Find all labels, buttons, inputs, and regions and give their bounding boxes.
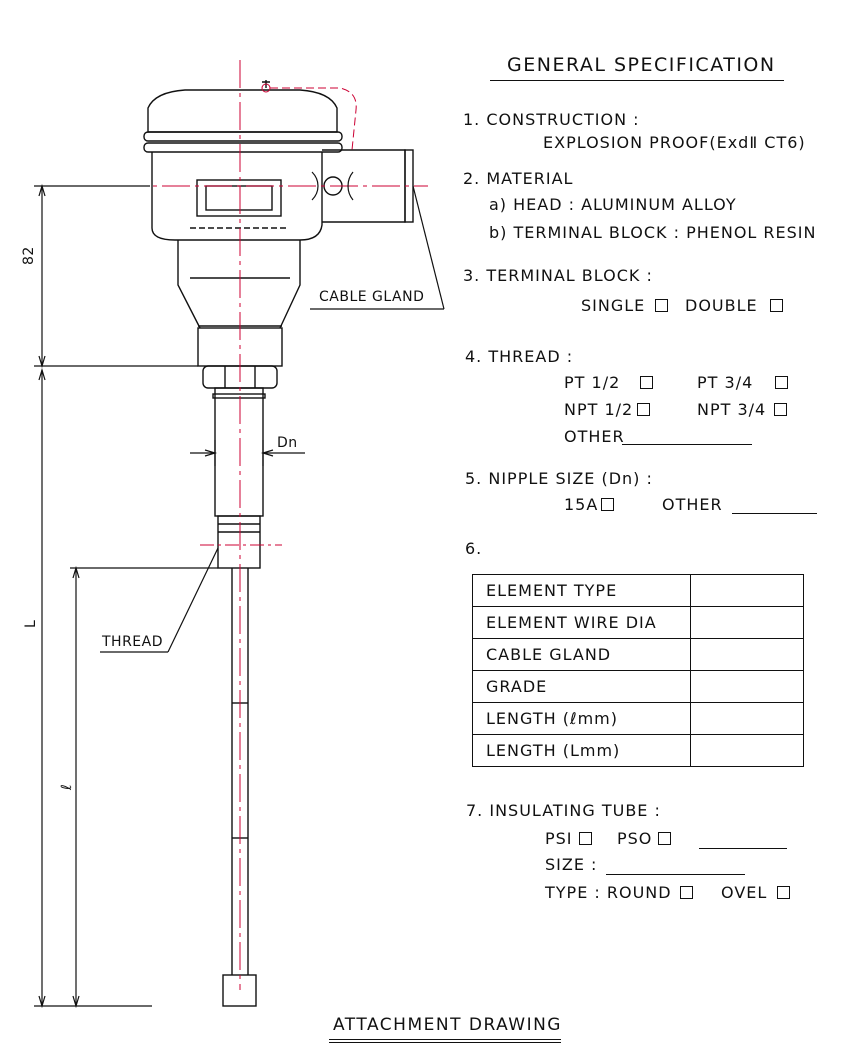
npt34-label: NPT 3/4 xyxy=(697,400,767,419)
table-row: LENGTH (Lmm) xyxy=(472,734,804,767)
nipple-tube xyxy=(214,387,264,517)
spec-5-heading: 5. NIPPLE SIZE (Dn) : xyxy=(465,469,653,488)
spec-4-pt34: PT 3/4 xyxy=(697,373,789,392)
table-value[interactable] xyxy=(690,606,804,639)
table-value[interactable] xyxy=(690,574,804,607)
npt34-checkbox[interactable] xyxy=(774,403,788,416)
page-title: GENERAL SPECIFICATION xyxy=(507,54,776,76)
table-row: GRADE xyxy=(472,670,804,703)
table-row: ELEMENT WIRE DIA xyxy=(472,606,804,639)
psi-checkbox[interactable] xyxy=(578,832,592,845)
spec-7-heading: 7. INSULATING TUBE : xyxy=(466,801,661,820)
ovel-checkbox[interactable] xyxy=(777,886,791,899)
spec-7-size-label: SIZE : xyxy=(545,855,598,874)
table-value[interactable] xyxy=(690,638,804,671)
table-value[interactable] xyxy=(690,670,804,703)
dim-82-label: 82 xyxy=(21,246,37,265)
pt34-checkbox[interactable] xyxy=(775,376,789,389)
dn-label: Dn xyxy=(277,435,298,451)
dim-l-label: ℓ xyxy=(59,783,75,790)
spec-1-value: EXPLOSION PROOF(ExdⅡ CT6) xyxy=(543,133,806,152)
spec-4-npt12: NPT 1/2 xyxy=(564,400,651,419)
cable-gland-label: CABLE GLAND xyxy=(319,289,425,305)
nipple-other-field[interactable] xyxy=(732,513,817,514)
spec-4-npt34: NPT 3/4 xyxy=(697,400,788,419)
spec-7-psi: PSI xyxy=(545,831,592,847)
single-checkbox[interactable] xyxy=(655,299,669,312)
double-label: DOUBLE xyxy=(685,296,758,315)
spec-7-pso: PSO xyxy=(617,829,672,848)
single-label: SINGLE xyxy=(581,296,646,315)
thread-other-field[interactable] xyxy=(622,444,752,445)
psi-label: PSI xyxy=(545,829,573,848)
pso-checkbox[interactable] xyxy=(658,832,672,845)
npt12-label: NPT 1/2 xyxy=(564,400,634,419)
table-row: CABLE GLAND xyxy=(472,638,804,671)
spec-4-heading: 4. THREAD : xyxy=(465,347,574,366)
head-neck xyxy=(177,240,301,329)
pt34-label: PT 3/4 xyxy=(697,373,754,392)
table-label: ELEMENT TYPE xyxy=(472,574,691,607)
spec-4-other-label: OTHER xyxy=(564,427,625,446)
table-value[interactable] xyxy=(690,702,804,735)
spec-2-b: b) TERMINAL BLOCK : PHENOL RESIN xyxy=(489,223,817,242)
nameplate xyxy=(196,179,282,217)
head-body xyxy=(151,152,323,241)
round-checkbox[interactable] xyxy=(679,886,693,899)
spec-5-other-label: OTHER xyxy=(662,495,723,514)
table-label: CABLE GLAND xyxy=(472,638,691,671)
15a-label: 15A xyxy=(564,495,599,514)
pt12-label: PT 1/2 xyxy=(564,373,621,392)
pt12-checkbox[interactable] xyxy=(640,376,654,389)
spec-5-15a: 15A xyxy=(564,495,615,514)
spec-3-double: DOUBLE xyxy=(685,298,783,314)
round-label: TYPE : ROUND xyxy=(545,883,672,902)
table-label: LENGTH (Lmm) xyxy=(472,734,691,767)
table-label: GRADE xyxy=(472,670,691,703)
spec-2-heading: 2. MATERIAL xyxy=(463,169,574,188)
spec-3-single: SINGLE xyxy=(581,296,669,315)
table-value[interactable] xyxy=(690,734,804,767)
thread-label: THREAD xyxy=(102,634,164,650)
ground-wire xyxy=(270,87,357,151)
pso-label: PSO xyxy=(617,829,653,848)
spec-7-ovel: OVEL xyxy=(721,883,791,902)
spec-table: ELEMENT TYPE ELEMENT WIRE DIA CABLE GLAN… xyxy=(472,574,804,767)
table-label: LENGTH (ℓmm) xyxy=(472,702,691,735)
spec-2-a: a) HEAD : ALUMINUM ALLOY xyxy=(489,195,737,214)
spec-3-heading: 3. TERMINAL BLOCK : xyxy=(463,266,653,285)
sheath-tip xyxy=(222,974,257,1007)
head-ring-1 xyxy=(143,131,343,142)
ovel-label: OVEL xyxy=(721,883,768,902)
footer-title: ATTACHMENT DRAWING xyxy=(333,1015,562,1035)
thread xyxy=(217,515,261,569)
table-label: ELEMENT WIRE DIA xyxy=(472,606,691,639)
head-cap xyxy=(147,89,338,133)
dim-L-label: L xyxy=(23,619,39,628)
table-row: LENGTH (ℓmm) xyxy=(472,702,804,735)
spec-6-heading: 6. xyxy=(465,539,483,558)
double-checkbox[interactable] xyxy=(769,299,783,312)
15a-checkbox[interactable] xyxy=(601,498,615,511)
npt12-checkbox[interactable] xyxy=(637,403,651,416)
tube-extra-field[interactable] xyxy=(699,848,787,849)
spec-4-pt12: PT 1/2 xyxy=(564,373,654,392)
table-row: ELEMENT TYPE xyxy=(472,574,804,607)
spec-7-type: TYPE : ROUND xyxy=(545,885,693,901)
spec-1-heading: 1. CONSTRUCTION : xyxy=(463,110,640,129)
tube-size-field[interactable] xyxy=(606,874,745,875)
head-ring-2 xyxy=(143,142,343,153)
